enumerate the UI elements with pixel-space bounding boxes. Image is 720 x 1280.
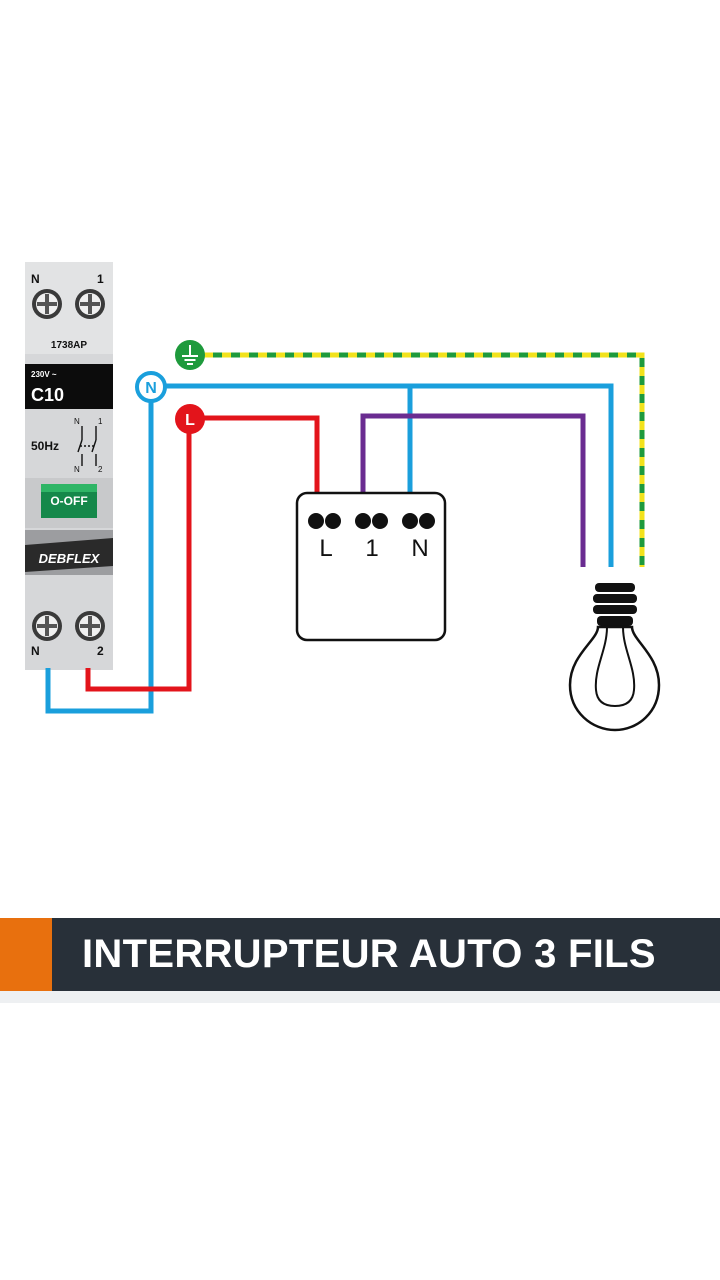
terminal-l <box>308 513 341 529</box>
earth-marker <box>175 340 205 370</box>
wiring-diagram: N 1 1738AP 230V ~ C10 50Hz N 1 N 2 <box>25 262 661 732</box>
breaker-model-label: 1738AP <box>51 340 87 351</box>
earth-icon <box>182 345 198 365</box>
live-wire <box>85 415 320 692</box>
title-banner: INTERRUPTEUR AUTO 3 FILS <box>52 918 720 991</box>
breaker-rating-panel <box>25 364 113 409</box>
neutral-marker-label: N <box>145 380 157 397</box>
live-marker-label: L <box>185 412 195 429</box>
breaker-bottom-terminal-left-label: N <box>31 644 40 658</box>
neutral-wire-main <box>151 383 614 567</box>
breaker-toggle-label: O-OFF <box>50 494 87 508</box>
breaker-schematic-symbol: N 1 N 2 <box>74 417 103 474</box>
circuit-breaker: N 1 1738AP 230V ~ C10 50Hz N 1 N 2 <box>25 262 113 670</box>
screw-bottom-right <box>75 611 105 641</box>
terminal-1-label: 1 <box>365 535 378 562</box>
terminal-n-label: N <box>411 535 428 562</box>
switched-wire <box>360 413 586 567</box>
page-title: INTERRUPTEUR AUTO 3 FILS <box>82 932 656 976</box>
light-bulb-icon <box>568 583 661 732</box>
svg-text:N: N <box>74 465 80 474</box>
terminal-n <box>402 513 435 529</box>
earth-wire-yellow <box>204 352 645 567</box>
screw-top-left <box>32 289 62 319</box>
terminal-l-label: L <box>319 535 332 562</box>
switch-box: L 1 N <box>295 491 447 642</box>
svg-text:N: N <box>74 417 80 426</box>
screw-top-right <box>75 289 105 319</box>
screw-bottom-left <box>32 611 62 641</box>
breaker-brand-label: DEBFLEX <box>39 551 101 566</box>
breaker-top-terminal-left-label: N <box>31 272 40 286</box>
title-accent <box>0 918 52 991</box>
breaker-bottom-terminal-right-label: 2 <box>97 644 104 658</box>
svg-text:1: 1 <box>98 417 103 426</box>
title-bar: INTERRUPTEUR AUTO 3 FILS <box>0 918 720 991</box>
breaker-frequency-label: 50Hz <box>31 439 59 453</box>
neutral-wire-supply <box>45 388 154 714</box>
title-shadow <box>0 991 720 1003</box>
live-marker: L <box>175 404 205 434</box>
neutral-marker: N <box>135 371 167 403</box>
breaker-top-terminal-right-label: 1 <box>97 272 104 286</box>
breaker-rating-label: C10 <box>31 385 64 405</box>
breaker-voltage-label: 230V ~ <box>31 370 57 379</box>
svg-text:2: 2 <box>98 465 103 474</box>
terminal-1 <box>355 513 388 529</box>
